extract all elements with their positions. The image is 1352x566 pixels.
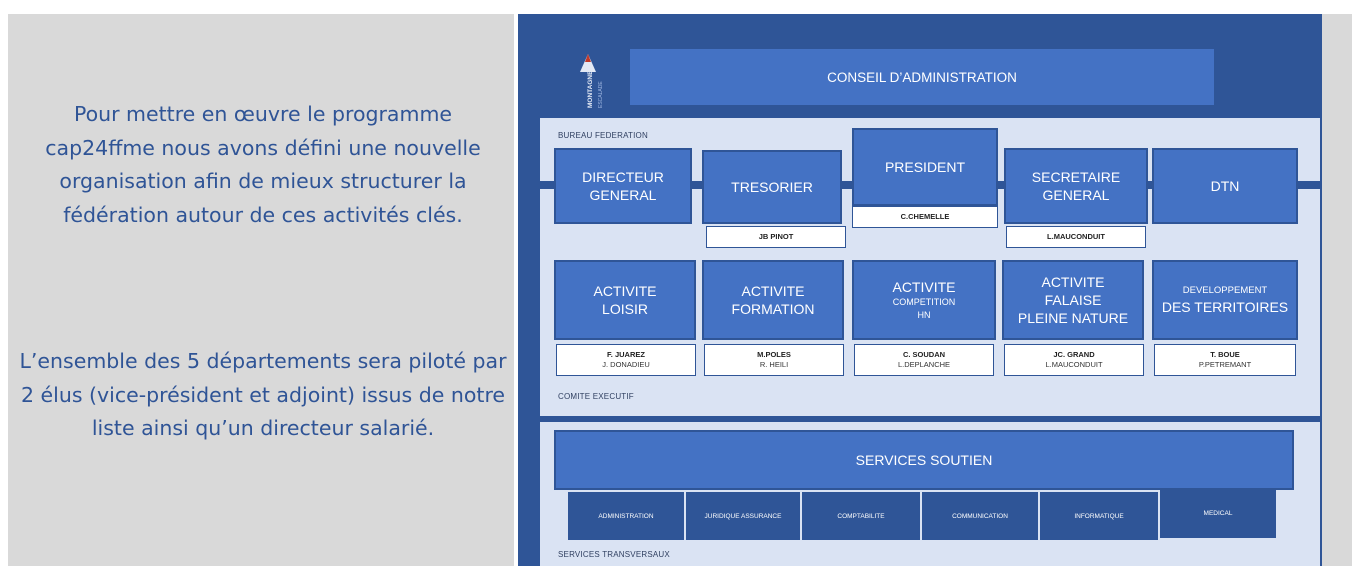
- intro-paragraph-2: L’ensemble des 5 départements sera pilot…: [19, 349, 507, 440]
- tresorier-box: TRESORIER: [702, 150, 842, 224]
- activity-box-1: ACTIVITE LOISIR: [554, 260, 696, 340]
- services-soutien-box: SERVICES SOUTIEN: [554, 430, 1294, 490]
- service-medical: MEDICAL: [1160, 488, 1276, 538]
- service-comptabilite: COMPTABILITE: [802, 492, 920, 540]
- secretaire-name-box: L.MAUCONDUIT: [1006, 226, 1146, 248]
- tresorier-name-box: JB PINOT: [706, 226, 846, 248]
- services-region: SERVICES SOUTIEN ADMINISTRATION JURIDIQU…: [540, 422, 1320, 566]
- service-juridique-assurance: JURIDIQUE ASSURANCE: [686, 492, 800, 540]
- activity-5-line1: DEVELOPPEMENT: [1182, 285, 1268, 296]
- conseil-administration-box: CONSEIL D’ADMINISTRATION: [630, 49, 1214, 105]
- activity-1-names: F. JUAREZ J. DONADIEU: [556, 344, 696, 376]
- activity-box-4: ACTIVITE FALAISE PLEINE NATURE: [1002, 260, 1144, 340]
- activity-box-5: DEVELOPPEMENT DES TERRITOIRES: [1152, 260, 1298, 340]
- dtn-box: DTN: [1152, 148, 1298, 224]
- activity-2-line2: FORMATION: [731, 301, 815, 317]
- activity-2-line1: ACTIVITE: [741, 283, 805, 299]
- bureau-comite-region: BUREAU FEDERATION DIRECTEUR GENERAL TRES…: [540, 118, 1320, 416]
- activity-4-line3: PLEINE NATURE: [1017, 310, 1129, 326]
- activity-1-name1: F. JUAREZ: [607, 350, 645, 359]
- directeur-general-box: DIRECTEUR GENERAL: [554, 148, 692, 224]
- president-name-box: C.CHEMELLE: [852, 206, 998, 228]
- service-communication: COMMUNICATION: [922, 492, 1038, 540]
- intro-panel: Pour mettre en œuvre le programme cap24f…: [8, 14, 514, 566]
- activity-3-name2: L.DEPLANCHE: [897, 360, 951, 369]
- activity-5-names: T. BOUE P.PETREMANT: [1154, 344, 1296, 376]
- activity-4-names: JC. GRAND L.MAUCONDUIT: [1004, 344, 1144, 376]
- service-informatique: INFORMATIQUE: [1040, 492, 1158, 540]
- directeur-general-line2: GENERAL: [589, 187, 657, 203]
- activity-3-line2: COMPETITION: [892, 297, 956, 307]
- activity-4-line1: ACTIVITE: [1041, 274, 1105, 290]
- activity-5-line2: DES TERRITOIRES: [1161, 299, 1289, 315]
- tresorier-label: TRESORIER: [731, 179, 813, 195]
- services-transversaux-label: SERVICES TRANSVERSAUX: [558, 550, 670, 559]
- activity-2-names: M.POLES R. HEILI: [704, 344, 844, 376]
- activity-3-names: C. SOUDAN L.DEPLANCHE: [854, 344, 994, 376]
- comite-executif-label: COMITE EXECUTIF: [558, 392, 634, 401]
- directeur-general-line1: DIRECTEUR: [582, 169, 664, 185]
- activity-3-line1: ACTIVITE: [892, 279, 956, 295]
- dtn-label: DTN: [1210, 178, 1240, 194]
- tresorier-name: JB PINOT: [758, 232, 794, 241]
- activity-1-line1: ACTIVITE: [593, 283, 657, 299]
- activity-box-2: ACTIVITE FORMATION: [702, 260, 844, 340]
- secretaire-line2: GENERAL: [1042, 187, 1110, 203]
- org-chart: MONTAGNE ESCALADE CONSEIL D’ADMINISTRATI…: [518, 14, 1322, 566]
- secretaire-name: L.MAUCONDUIT: [1047, 232, 1105, 241]
- activity-2-name1: M.POLES: [757, 350, 791, 359]
- activity-4-line2: FALAISE: [1044, 292, 1102, 308]
- activity-4-name1: JC. GRAND: [1053, 350, 1095, 359]
- bureau-federation-label: BUREAU FEDERATION: [558, 131, 648, 140]
- president-box: PRESIDENT: [852, 128, 998, 206]
- president-label: PRESIDENT: [884, 159, 966, 175]
- intro-paragraph-1: Pour mettre en œuvre le programme cap24f…: [45, 102, 481, 227]
- activity-2-name2: R. HEILI: [759, 360, 789, 369]
- activity-5-name2: P.PETREMANT: [1198, 360, 1252, 369]
- activity-1-line2: LOISIR: [602, 301, 648, 317]
- ffme-logo: MONTAGNE ESCALADE: [580, 54, 604, 108]
- activity-5-name1: T. BOUE: [1210, 350, 1240, 359]
- secretaire-general-box: SECRETAIRE GENERAL: [1004, 148, 1148, 224]
- service-administration: ADMINISTRATION: [568, 492, 684, 540]
- activity-3-name1: C. SOUDAN: [902, 350, 946, 359]
- right-margin-panel: [1322, 14, 1352, 566]
- president-name: C.CHEMELLE: [900, 212, 950, 221]
- secretaire-line1: SECRETAIRE: [1031, 169, 1121, 185]
- activity-box-3: ACTIVITE COMPETITION HN: [852, 260, 996, 340]
- activity-4-name2: L.MAUCONDUIT: [1045, 360, 1103, 369]
- activity-3-line3: HN: [917, 310, 931, 320]
- svg-text:ESCALADE: ESCALADE: [598, 81, 604, 108]
- logo-text: MONTAGNE: [587, 70, 594, 108]
- activity-1-name2: J. DONADIEU: [602, 360, 650, 369]
